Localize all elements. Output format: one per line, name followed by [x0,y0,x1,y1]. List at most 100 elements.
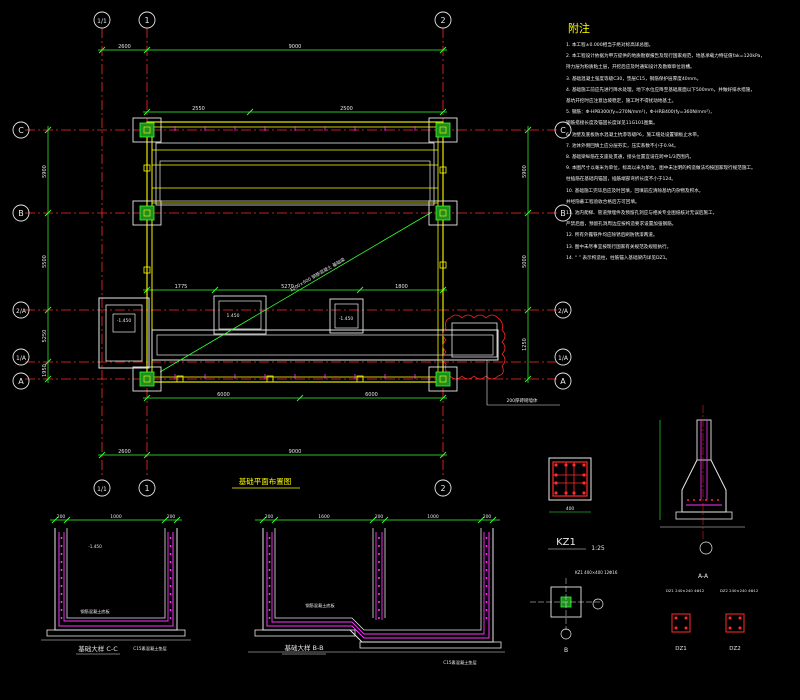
dim-tick [271,516,279,524]
notes-list: 1. 本工程±0.000相当于绝对标高详总图。2. 本工程设计依据为甲方提供的地… [566,40,794,264]
construct-column [439,166,447,174]
construct-column [439,261,447,269]
dz-bar [684,626,688,630]
dim-tick [381,516,389,524]
rebar-dot [268,585,271,587]
note-line: 并经隐蔽工程验收合格后方可回填。 [566,199,640,205]
dz-bar [738,616,742,620]
rebar-dot [268,537,271,539]
kz1-bar [572,491,576,495]
level-mark: -1.450 [117,318,132,324]
rebar-inner [271,532,485,635]
aa-bar [687,499,689,501]
dim-text: 1800 [395,284,408,290]
kz1-outline [548,457,592,501]
rebar-dot [485,537,488,539]
axis-label: 1 [144,16,149,25]
level-mark: 1.450 [227,313,240,319]
rebar-dot [60,545,63,547]
pit-left [213,295,267,335]
kz1-title: KZ1 [556,537,576,548]
dim-text: 2600 [118,44,131,50]
rebar-dot [378,577,380,579]
dim-text: 1250 [522,338,528,351]
dim-tick [98,46,106,54]
rebar-dot [485,609,488,611]
axis-bubble [554,348,572,366]
note-line: 柱插筋在基础内锚固，插筋端部弯折长度不小于12d。 [566,177,676,183]
b-detail-bubble [560,628,572,640]
rebar-dot [169,585,172,587]
rebar-dot [169,553,172,555]
dim-text: 1000 [427,514,439,520]
channel-inner [156,334,494,356]
aa-bar [711,499,713,501]
dz-bar [728,626,732,630]
b-detail-note: KZ1 400×400 12Φ16 [575,570,618,575]
dim-text: 1950 [42,364,48,377]
rebar-dot [378,537,380,539]
rebar-dot [378,561,380,563]
dz-spec: DZ1 240×240 4Φ12 [666,588,705,593]
column-core [439,209,447,217]
kz1-bar [564,463,568,467]
dim-text: 200 [483,514,492,520]
kz1-scale: 1:25 [591,545,605,552]
rebar-dot [60,585,63,587]
note-line: 8. 基础梁纵筋在支座处贯通，接头位置宜设在跨中1/3范围内。 [566,155,695,161]
dim-tick [524,306,532,314]
dim-tick [356,286,364,294]
aa-bar [693,499,695,501]
note-line: 11. 池内爬梯、管道预埋件及预留孔洞应与相关专业图纸核对无误后施工， [566,211,718,217]
rebar-dot [60,553,63,555]
dz-bar [674,626,678,630]
rebar-note: 钢筋混凝土底板 [305,602,335,609]
kz1-bar [564,491,568,495]
dim-tick [44,126,52,134]
section-aa [659,405,745,555]
dz-stirrup [725,613,745,633]
rebar-dot [378,569,380,571]
axis-bubble [554,372,572,390]
kz1-bar [582,473,586,477]
rebar-note: 钢筋混凝土底板 [80,608,110,615]
column [435,371,451,387]
note-line: 严禁后凿，预留孔洞周边应按构造要求设置加强钢筋。 [566,222,677,228]
annex-core [112,313,136,333]
annex-inner [105,304,143,362]
slab-note: C15素混凝土垫层 [443,659,476,666]
dim-tick [44,358,52,366]
rebar-outer [266,532,490,639]
dim-tick [161,516,169,524]
axis-label: A [18,377,24,386]
dim-tick [524,209,532,217]
slab-note: C15素混凝土垫层 [133,645,166,652]
dim-tick [439,394,447,402]
kz1-stirrup [552,461,588,497]
axis-label: 1/1 [97,486,107,493]
column-core [143,126,151,134]
rebar-dot [169,569,172,571]
channel-wall [151,329,499,361]
rebar-dot [268,561,271,563]
rebar-dot [169,617,172,619]
rebar-dot [268,577,271,579]
rebar-outer [58,532,174,627]
note-line: 6. 池壁及底板防水混凝土抗渗等级P6，施工缝处设置钢板止水带。 [566,132,702,138]
middle-wall [372,528,386,618]
dim-tick [259,516,267,524]
dim-tick [44,306,52,314]
column-footing [428,366,458,392]
rebar-dot [169,609,172,611]
level-note: -1.450 [88,544,102,549]
notes-title: 附注 [568,22,590,35]
dim-tick [369,516,377,524]
axis-bubble [138,479,156,497]
axis-bubble [12,121,30,139]
dim-tick [44,375,52,383]
rebar-dot [485,617,488,619]
dim-text: 200 [57,514,66,520]
rebar-dot [268,553,271,555]
